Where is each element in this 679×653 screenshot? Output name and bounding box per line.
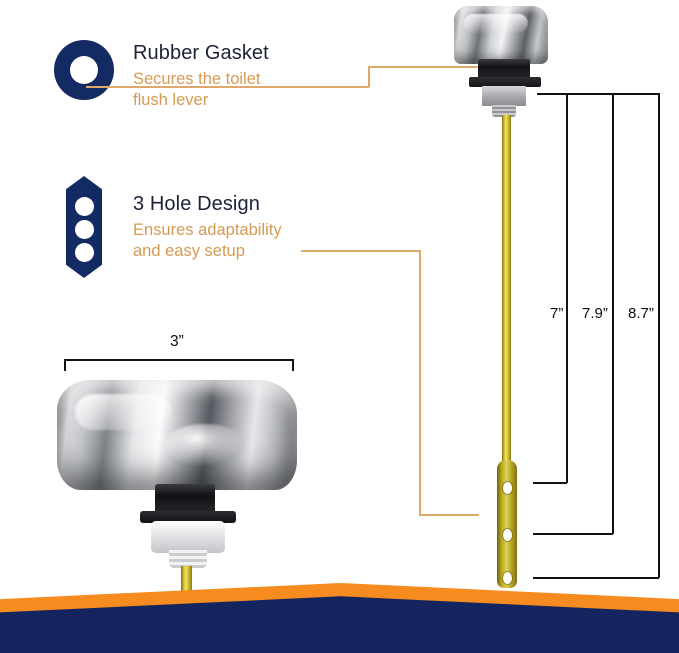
lever-arm-hole-3: [502, 572, 512, 584]
large-mounting-nut: [151, 521, 225, 553]
feature-text-rubber-gasket: Rubber Gasket Secures the toilet flush l…: [133, 42, 269, 112]
dimension-line-length-3: [658, 93, 660, 578]
rubber-gasket-ring-icon: [54, 40, 114, 100]
rubber-gasket-ring-icon-wrap: [54, 40, 114, 100]
dimension-top-rail: [537, 93, 659, 95]
small-gasket-flange: [469, 77, 541, 87]
dimension-tick-width-left: [64, 359, 66, 371]
leader-line-holes-segment-3: [419, 514, 479, 516]
leader-line-gasket-segment-2: [368, 66, 370, 87]
leader-line-gasket-segment-3: [368, 66, 486, 68]
leader-line-holes-segment-1: [301, 250, 420, 252]
large-gasket-flange: [140, 511, 236, 523]
feature-subtitle-rubber-gasket: Secures the toilet flush lever: [133, 69, 261, 110]
product-image-flush-handle-closeup: [55, 372, 305, 653]
dimension-line-width-span: [64, 359, 294, 361]
leader-line-gasket-segment-1: [86, 86, 369, 88]
dimension-tick-length-1: [533, 482, 567, 484]
hex-hole-bottom: [74, 243, 94, 262]
dimension-line-length-2: [612, 93, 614, 534]
feature-title-rubber-gasket: Rubber Gasket: [133, 42, 269, 64]
large-rubber-gasket: [155, 484, 215, 514]
feature-callout-three-hole-design: 3 Hole Design Ensures adaptability and e…: [66, 176, 282, 278]
leader-line-holes-segment-2: [419, 250, 421, 515]
small-chrome-handle: [454, 6, 548, 64]
dimension-line-length-1: [566, 93, 568, 483]
dimension-label-length-3: 8.7”: [628, 305, 654, 322]
feature-title-three-hole-design: 3 Hole Design: [133, 193, 260, 215]
dimension-label-length-1: 7”: [550, 305, 564, 322]
dimension-tick-length-3: [533, 577, 659, 579]
feature-text-three-hole-design: 3 Hole Design Ensures adaptability and e…: [133, 193, 282, 263]
lever-arm-hole-1: [502, 482, 512, 494]
lever-arm-hole-2: [502, 529, 512, 541]
feature-subtitle-three-hole-design: Ensures adaptability and easy setup: [133, 220, 282, 261]
hex-hole-middle: [74, 220, 94, 239]
dimension-label-length-2: 7.9”: [582, 305, 608, 322]
small-rubber-gasket: [478, 59, 530, 80]
small-brass-rod: [502, 115, 511, 465]
large-threaded-collar: [169, 550, 207, 568]
small-mounting-nut: [482, 86, 526, 106]
large-chrome-handle: [57, 380, 297, 490]
dimension-label-width: 3”: [170, 333, 184, 350]
three-hole-design-icon: [66, 176, 102, 278]
feature-callout-rubber-gasket: Rubber Gasket Secures the toilet flush l…: [54, 40, 269, 112]
hex-hole-top: [74, 197, 94, 216]
dimension-tick-width-right: [292, 359, 294, 371]
dimension-tick-length-2: [533, 533, 613, 535]
three-hole-design-icon-wrap: [66, 176, 102, 278]
small-lever-arm: [497, 460, 517, 588]
product-image-flush-lever-assembly: [448, 2, 568, 602]
small-threaded-collar: [492, 105, 516, 117]
